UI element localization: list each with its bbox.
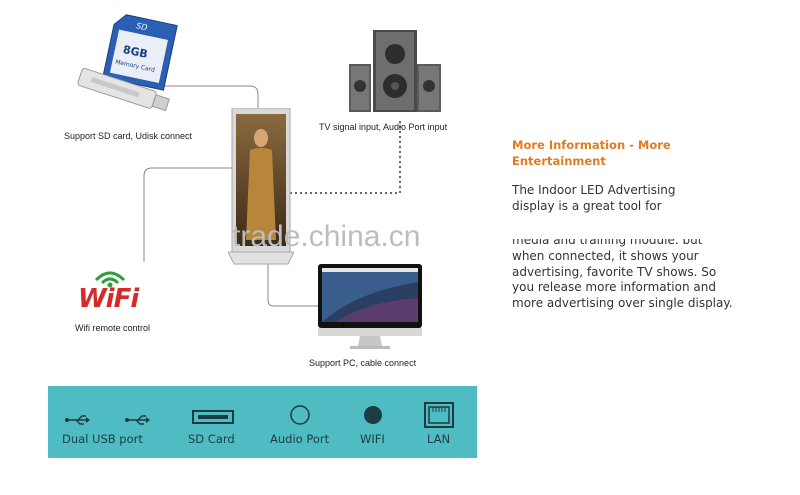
usb-icon-2: [125, 415, 150, 425]
info-body-line1: The Indoor LED Advertising: [512, 183, 676, 197]
sd-caption: Support SD card, Udisk connect: [64, 131, 193, 141]
usb-icon: [65, 415, 90, 425]
wifi-caption: Wifi remote control: [75, 323, 151, 333]
lan-icon: [424, 402, 454, 428]
sd-card-brand: SD: [135, 21, 148, 32]
pc-caption: Support PC, cable connect: [309, 358, 417, 368]
speaker-system-image: [349, 30, 441, 112]
sd-card-capacity: 8GB: [122, 43, 149, 61]
port-label-wifi: WIFI: [360, 432, 385, 446]
ports-bar: Dual USB port SD Card Audio Port WIFI LA…: [48, 386, 477, 458]
info-body-line2: display is a great tool for: [512, 198, 662, 213]
wifi-signal-icon: [94, 271, 126, 288]
tv-caption: TV signal input, Audio Port input: [319, 122, 448, 132]
watermark: trade.china.cn: [232, 220, 421, 253]
port-label-lan: LAN: [427, 432, 451, 446]
wifi-logo-text: WiFi: [78, 284, 139, 314]
info-body-rest: when connected, it shows your advertisin…: [512, 249, 733, 310]
info-title: More Information - More Entertainment: [512, 138, 671, 168]
wifi-dot-icon: [364, 406, 382, 424]
info-body-cut: media and training module. but: [512, 239, 703, 247]
info-body: The Indoor LED Advertising display is a …: [512, 183, 742, 311]
wifi-logo: WiFi: [78, 284, 139, 314]
port-label-audio: Audio Port: [270, 432, 330, 446]
port-label-usb: Dual USB port: [62, 432, 143, 446]
sd-card-slot-icon: [192, 410, 234, 424]
port-label-sd: SD Card: [188, 432, 235, 446]
advertising-display-image: [228, 108, 294, 265]
pc-monitor-image: [318, 264, 422, 349]
sd-card-usb-image: SD 8GB Memory Card: [77, 14, 178, 112]
audio-port-icon: [290, 405, 310, 425]
